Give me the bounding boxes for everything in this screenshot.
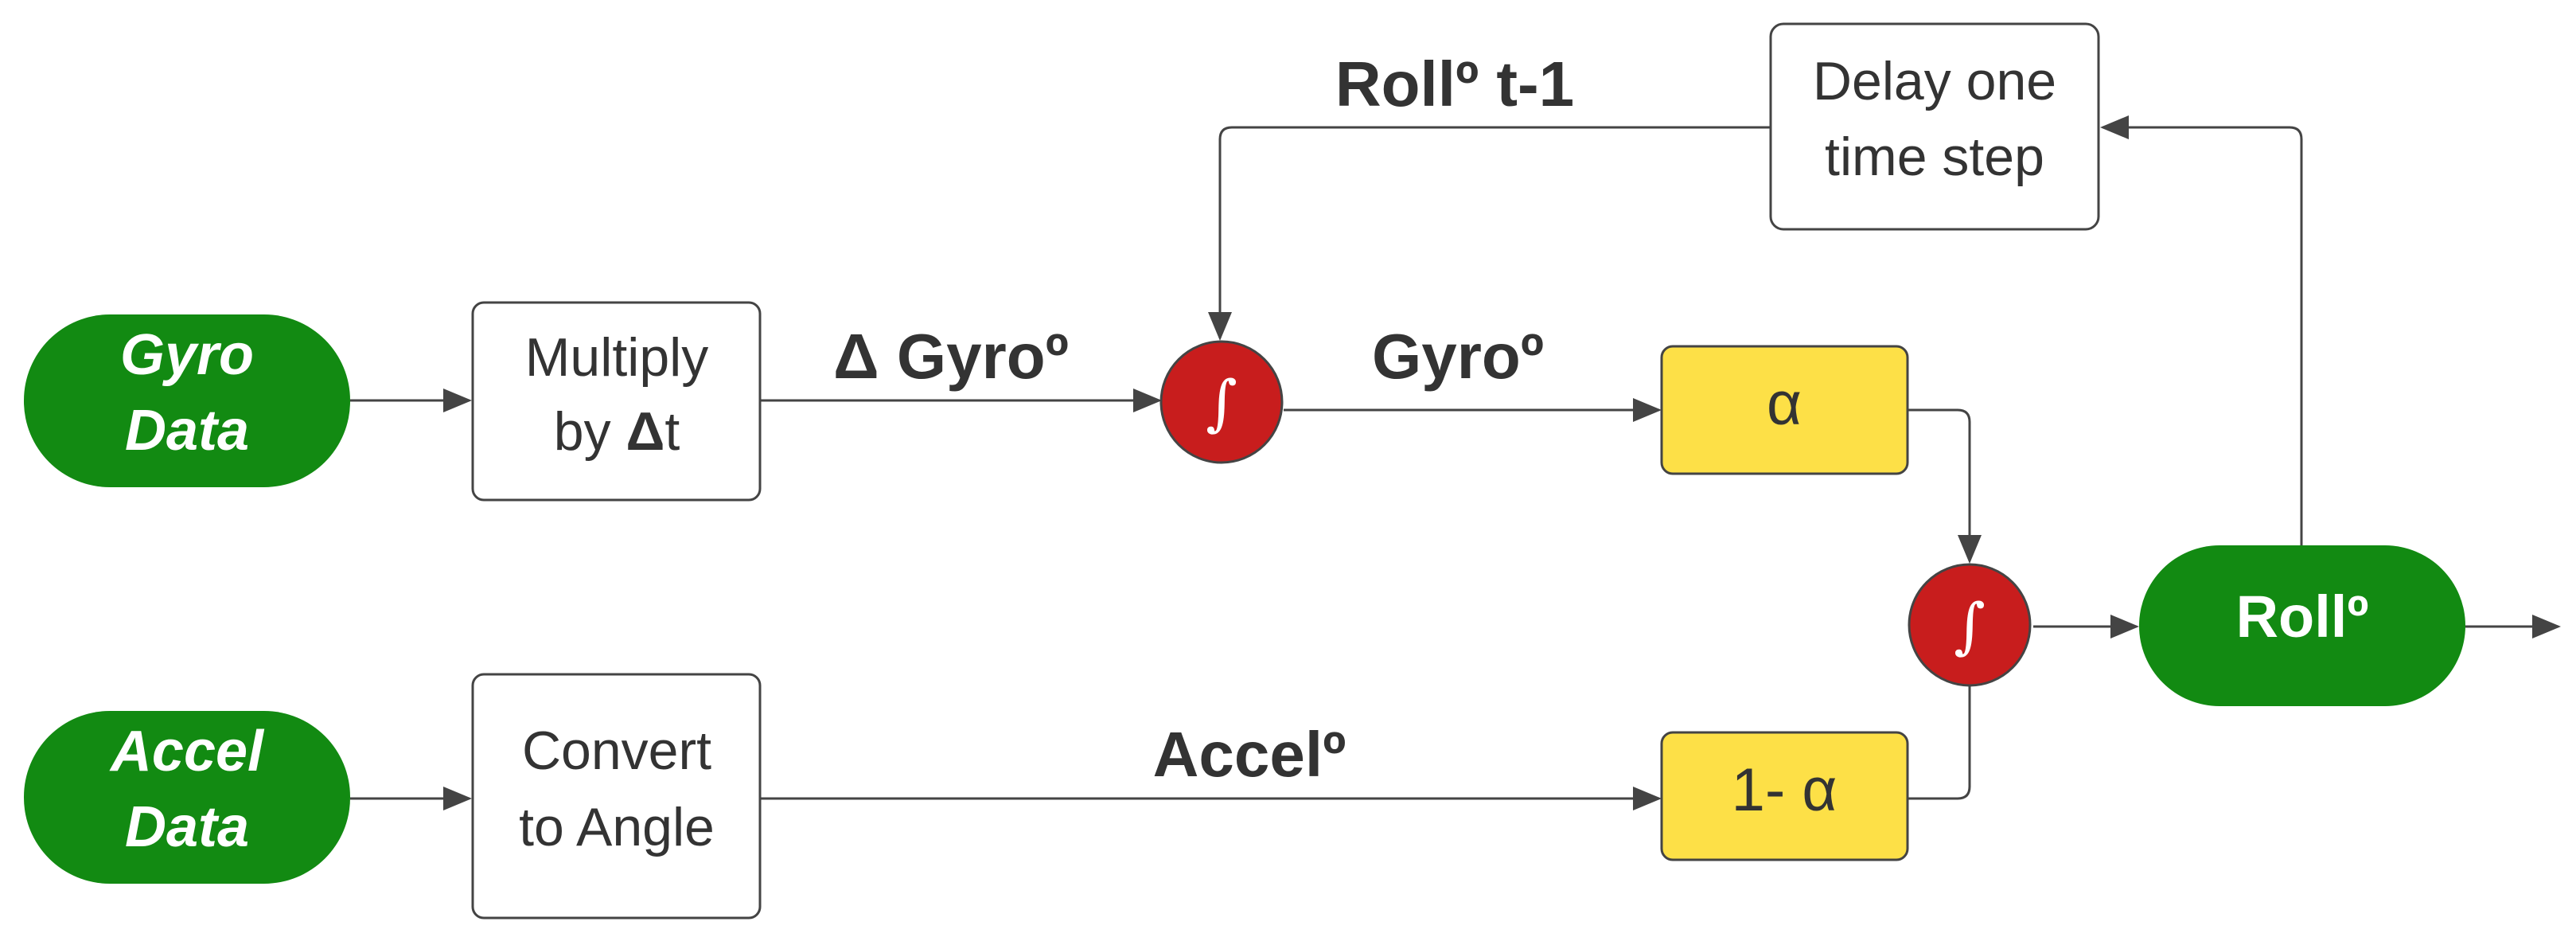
accel-data-line2: Data — [125, 795, 249, 859]
edge-alpha-to-sum — [1908, 408, 1982, 564]
edge-one-minus-alpha-to-sum — [1908, 646, 1982, 800]
multiply-line1: Multiply — [525, 327, 709, 388]
multiply-line2: by Δt — [554, 401, 680, 462]
edge-delay-to-integrator — [1208, 126, 1771, 341]
convert-line1: Convert — [522, 720, 711, 781]
multiply-line2-prefix: by — [554, 401, 626, 462]
one-minus-alpha-node: 1- α — [1660, 731, 1909, 861]
gyro-data-node: Gyro Data — [24, 314, 350, 487]
one-minus-alpha-label: 1- α — [1732, 756, 1837, 824]
convert-line2: to Angle — [519, 797, 715, 857]
gyro-data-line2: Data — [125, 399, 249, 463]
integrator-bottom-node: ∫ — [1908, 563, 2032, 687]
alpha-node: α — [1660, 345, 1909, 475]
roll-label: Rollº — [2236, 584, 2369, 650]
edge-label-gyro: Gyroº — [1372, 321, 1544, 392]
edge-label-roll-prev: Rollº t-1 — [1335, 49, 1574, 119]
integrator-top-symbol: ∫ — [1206, 367, 1237, 438]
edge-label-delta-gyro: Δ Gyroº — [833, 321, 1069, 392]
accel-data-line1: Accel — [109, 720, 265, 783]
multiply-line2-suffix: t — [664, 401, 680, 462]
integrator-top-node: ∫ — [1159, 340, 1284, 464]
edge-roll-to-delay — [2100, 115, 2303, 545]
edges — [350, 115, 2561, 810]
integrator-bottom-symbol: ∫ — [1954, 590, 1986, 661]
delay-line1: Delay one — [1813, 51, 2056, 111]
accel-data-node: Accel Data — [24, 711, 350, 884]
multiply-node: Multiply by Δt — [471, 301, 762, 502]
delay-node: Delay one time step — [1769, 22, 2100, 231]
multiply-line2-delta: Δ — [625, 401, 664, 462]
edge-label-accel: Accelº — [1153, 719, 1346, 790]
gyro-data-line1: Gyro — [120, 323, 254, 387]
alpha-label: α — [1767, 370, 1802, 438]
roll-node: Rollº — [2139, 545, 2465, 706]
delay-line2: time step — [1825, 127, 2044, 187]
convert-node: Convert to Angle — [471, 673, 762, 920]
